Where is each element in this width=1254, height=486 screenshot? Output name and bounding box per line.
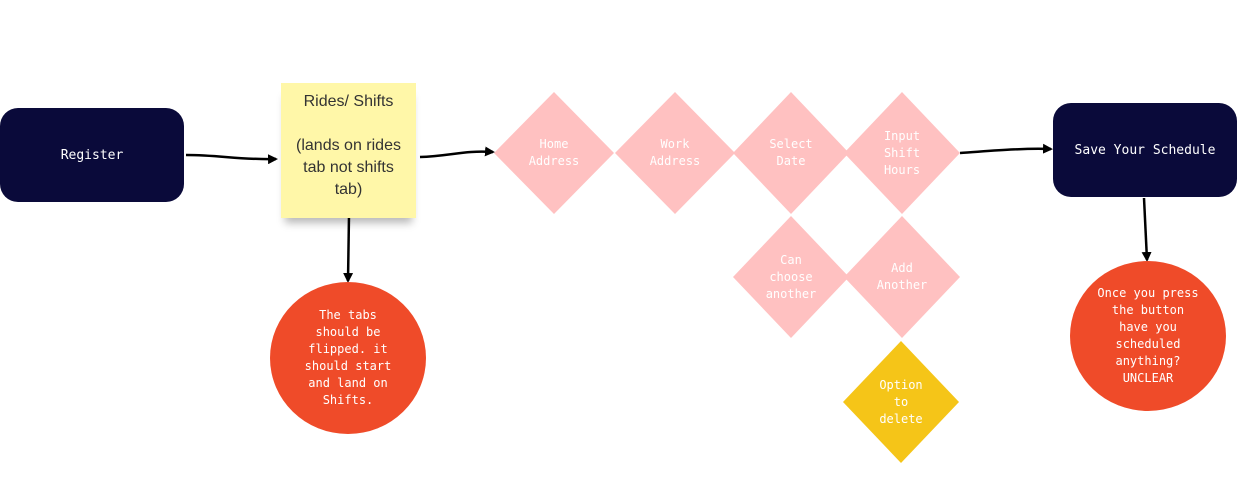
can-choose-another-label: Can choose another [765, 252, 817, 301]
select-date-label: Select Date [769, 137, 813, 168]
home-address-diamond: Home Address [494, 92, 614, 214]
home-address-label: Home Address [528, 137, 580, 168]
unclear-note-label: Once you press the button have you sched… [1097, 286, 1199, 385]
add-another-label: Add Another [876, 261, 928, 292]
tabs-note-circle: The tabs should be flipped. it should st… [270, 282, 426, 434]
save-schedule-box: Save Your Schedule [1053, 103, 1237, 197]
edge-input-shift-hours-to-save-schedule [959, 143, 1053, 155]
input-shift-hours-label: Input Shift Hours [883, 128, 921, 177]
unclear-note-circle: Once you press the button have you sched… [1070, 261, 1226, 411]
work-address-label: Work Address [649, 137, 701, 168]
edge-rides-shifts-to-home-address [419, 146, 495, 159]
input-shift-hours-diamond: Input Shift Hours [844, 92, 960, 214]
option-to-delete-diamond: Option to delete [843, 341, 959, 463]
rides-shifts-sticky-note: Rides/ Shifts (lands on rides tab not sh… [281, 83, 416, 218]
edge-register-to-rides-shifts [185, 153, 278, 165]
option-to-delete-label: Option to delete [879, 377, 923, 426]
tabs-note-label: The tabs should be flipped. it should st… [304, 308, 392, 407]
can-choose-another-diamond: Can choose another [733, 216, 849, 338]
register-label: Register [60, 147, 124, 163]
register-box: Register [0, 108, 184, 202]
add-another-diamond: Add Another [844, 216, 960, 338]
rides-shifts-label: Rides/ Shifts (lands on rides tab not sh… [296, 93, 401, 198]
edge-save-schedule-to-unclear-note [1141, 197, 1152, 262]
select-date-diamond: Select Date [733, 92, 849, 214]
edge-rides-shifts-to-tabs-note [343, 214, 354, 283]
save-schedule-label: Save Your Schedule [1074, 142, 1216, 158]
work-address-diamond: Work Address [615, 92, 735, 214]
